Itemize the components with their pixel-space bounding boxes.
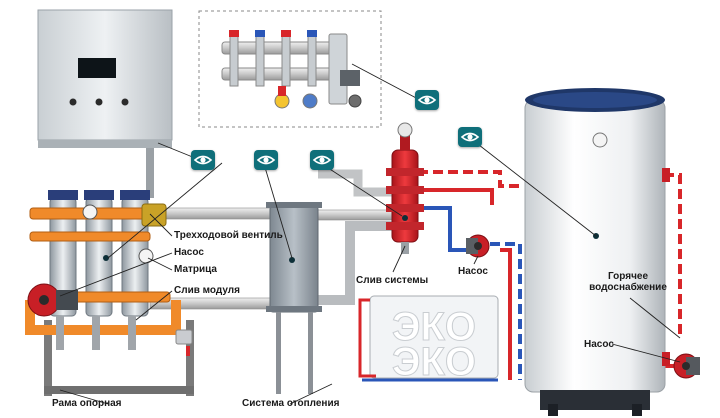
- cabinet-cable: [146, 148, 154, 198]
- label-system-drain: Слив системы: [356, 275, 429, 286]
- hotspot-eye-button[interactable]: [191, 150, 215, 170]
- cabinet-button: [69, 98, 77, 106]
- label-three-way-valve: Трехходовой вентиль: [174, 230, 283, 241]
- hydro-separator: [386, 122, 424, 254]
- label-support-frame: Рама опорная: [52, 398, 122, 409]
- manifold-group: [221, 30, 362, 109]
- eye-icon: [193, 155, 213, 165]
- pipe-supply: [149, 207, 273, 220]
- pipe-hot-line: [418, 188, 494, 205]
- pump-middle: [466, 234, 490, 258]
- cabinet-base: [38, 140, 172, 148]
- eye-icon: [460, 132, 480, 142]
- eye-icon: [312, 155, 332, 165]
- radiator-panel: [358, 295, 499, 382]
- hotspot-eye-button[interactable]: [310, 150, 334, 170]
- pipe-hot-line: [418, 170, 520, 188]
- pipe-hot-line: [500, 248, 512, 380]
- radiator-logo-top: ЭКО: [392, 305, 476, 349]
- cabinet-display: [78, 58, 116, 78]
- boiler-tank: [524, 88, 670, 416]
- eye-icon: [256, 155, 276, 165]
- cabinet-button: [121, 98, 129, 106]
- radiator-logo-bottom: ЭКО: [392, 340, 476, 384]
- hotspot-eye-button[interactable]: [415, 90, 439, 110]
- label-pump-right: Насос: [584, 339, 614, 350]
- cabinet-button: [95, 98, 103, 106]
- label-pump-middle: Насос: [458, 266, 488, 277]
- label-pump-left: Насос: [174, 247, 204, 258]
- label-hot-water: Горячее водоснабжение: [589, 271, 667, 293]
- pipe-hx-return: [318, 221, 392, 305]
- label-heating-system: Система отопления: [242, 398, 340, 409]
- module-block: [25, 190, 194, 396]
- pipe-hx-top: [318, 169, 392, 197]
- pipe-cold-line: [418, 206, 470, 252]
- hotspot-eye-button[interactable]: [254, 150, 278, 170]
- eye-icon: [417, 95, 437, 105]
- pipe-hx-out: [317, 209, 393, 221]
- label-module-drain: Слив модуля: [174, 285, 240, 296]
- hotspot-eye-button[interactable]: [458, 127, 482, 147]
- pipe-cold-line: [490, 242, 522, 380]
- label-matrix: Матрица: [174, 264, 217, 275]
- pump-right: [673, 353, 700, 379]
